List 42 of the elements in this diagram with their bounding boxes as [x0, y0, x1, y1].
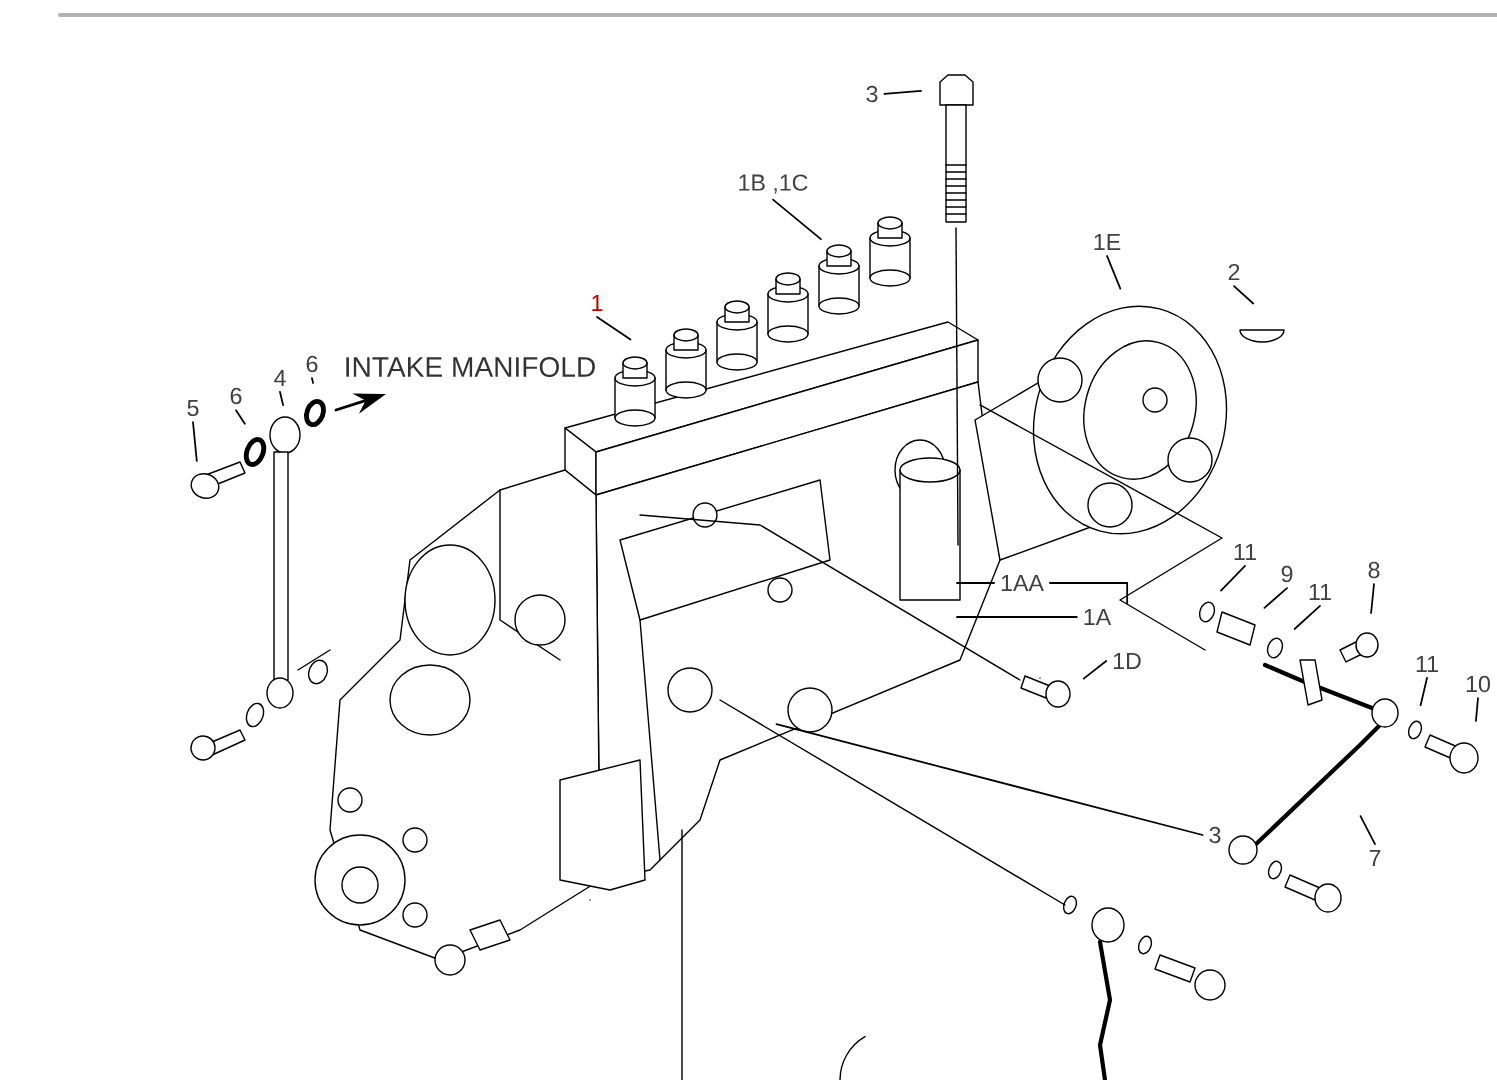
- leader-line: [1220, 565, 1246, 592]
- callout-number: 1A: [1084, 609, 1112, 625]
- leader-line: [772, 198, 822, 241]
- callout-number: 1B ,1C: [739, 174, 808, 194]
- leader-line: [311, 377, 314, 384]
- leader-line: [1263, 587, 1288, 609]
- leader-line: [956, 616, 1078, 618]
- callout-number: 9: [1281, 565, 1293, 583]
- leader-line: [1359, 815, 1376, 845]
- callout-number: 6: [306, 355, 318, 373]
- callout-number: 1D: [1113, 653, 1141, 669]
- text-label: INTAKE MANIFOLD: [346, 357, 595, 377]
- leader-line: [1370, 583, 1375, 614]
- callout-number: 5: [187, 399, 199, 417]
- callout-number: 3: [1209, 826, 1221, 844]
- leader-line: [775, 723, 1204, 836]
- leader-line: [1106, 255, 1122, 290]
- leader-line: [1233, 285, 1255, 305]
- leader-line: [956, 582, 995, 584]
- leader-line: [235, 409, 246, 425]
- callout-number: 1: [592, 295, 603, 311]
- callout-number: 6: [230, 387, 242, 405]
- callout-number: 11: [1234, 544, 1256, 560]
- callout-number: 10: [1466, 675, 1490, 693]
- leader-line: [1293, 605, 1321, 630]
- callout-number: 1E: [1094, 234, 1121, 250]
- leader-line: [1419, 677, 1428, 707]
- callout-number: 7: [1369, 850, 1381, 866]
- bracket: [1049, 582, 1129, 604]
- leader-line: [883, 90, 922, 95]
- callout-number: 1AA: [1001, 575, 1044, 591]
- callout-number: 11: [1416, 656, 1438, 672]
- callout-number: 8: [1368, 561, 1380, 579]
- leader-line: [1082, 660, 1108, 680]
- leader-line: [596, 316, 632, 341]
- callout-number: 4: [274, 370, 286, 386]
- leader-line: [1475, 697, 1479, 722]
- leader-line: [279, 391, 284, 406]
- callout-number: 3: [866, 85, 878, 103]
- callout-number: 2: [1228, 263, 1240, 281]
- callout-number: 11: [1309, 584, 1331, 600]
- leader-line: [192, 421, 198, 462]
